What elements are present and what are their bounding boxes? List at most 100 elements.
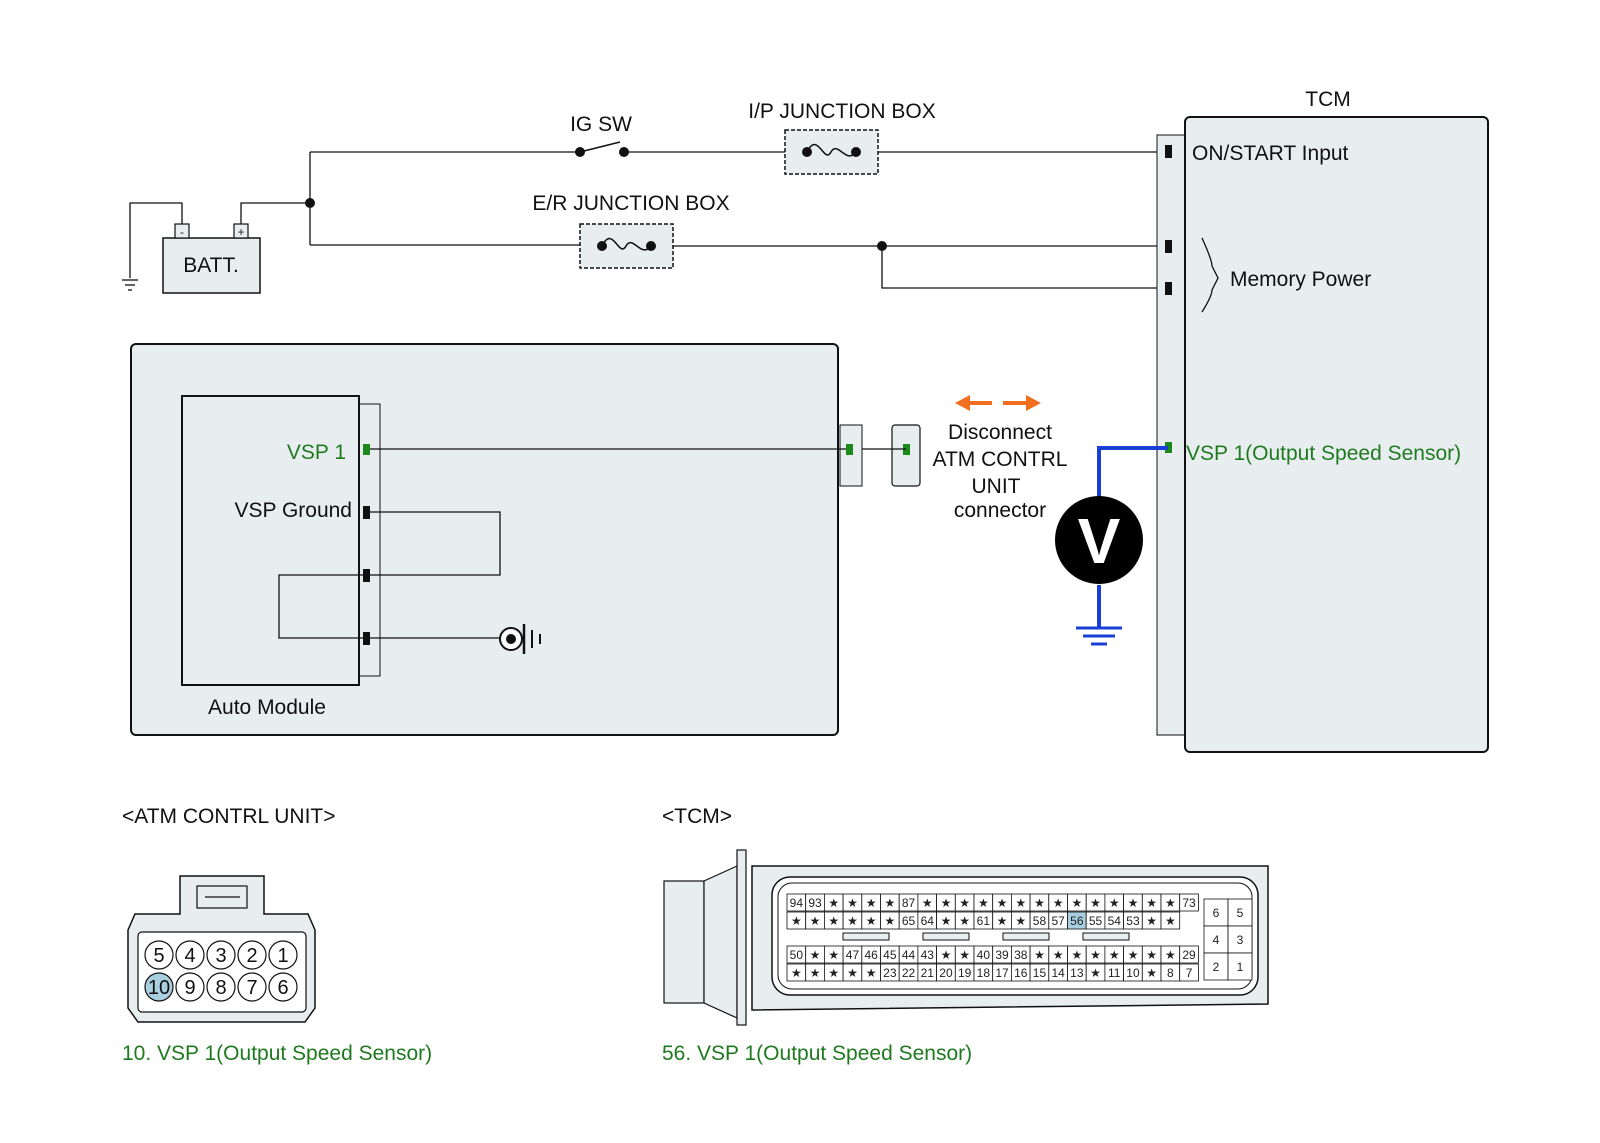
atm-pin-label: 10: [148, 977, 170, 999]
atm-pin-5: [144, 940, 174, 970]
auto-module-title: Auto Module: [208, 696, 326, 719]
tcm-pin: [1179, 963, 1199, 982]
ig-switch-label: IG SW: [570, 113, 632, 136]
tcm-pin-label: ★: [959, 914, 970, 928]
tcm-pin-label: ★: [810, 914, 821, 928]
tcm-pin-label: ★: [1053, 948, 1064, 962]
tcm-vsp1-label: VSP 1(Output Speed Sensor): [1186, 442, 1461, 465]
tcm-pin-label: 23: [883, 966, 897, 980]
tcm-on-start-label: ON/START Input: [1192, 142, 1349, 165]
tcm-pin-label: 10: [1126, 966, 1140, 980]
svg-text:ATM CONTRL: ATM CONTRL: [933, 448, 1068, 471]
atm-pin-9: [175, 972, 205, 1002]
battery: - + BATT.: [162, 223, 261, 294]
atm-pin-label: 6: [277, 977, 288, 999]
tcm-pin-label: 64: [921, 914, 935, 928]
tcm-pin-label: 11: [1108, 966, 1121, 980]
tcm-pin-label: ★: [1146, 914, 1157, 928]
atm-pin-8: [206, 972, 236, 1002]
tcm-pin-label: 93: [808, 896, 822, 910]
tcm-connector-title: <TCM>: [662, 805, 732, 828]
battery-plus: +: [237, 225, 244, 239]
tcm-pin-label: ★: [828, 948, 839, 962]
tcm-pin-label: ★: [941, 896, 952, 910]
tcm-pin: [1179, 945, 1199, 964]
tcm-pin-label: ★: [1071, 896, 1082, 910]
atm-pin-label: 5: [153, 945, 164, 967]
tcm-pin-label: ★: [941, 948, 952, 962]
key-tab: [922, 932, 970, 941]
brace-icon: [1201, 237, 1219, 313]
tcm-pin-label: ★: [959, 948, 970, 962]
body-ground-icon: [499, 624, 541, 654]
tcm-pin-label: ★: [1015, 914, 1026, 928]
tcm-pin-label: ★: [791, 914, 802, 928]
tcm-pin-label: ★: [1146, 896, 1157, 910]
tcm-pin-label: ★: [1053, 896, 1064, 910]
tcm-pin-label: ★: [791, 966, 802, 980]
atm-pin-3: [206, 940, 236, 970]
tcm-pin-label: 8: [1167, 966, 1174, 980]
tcm-pin-label: ★: [847, 966, 858, 980]
tcm-pin-label: ★: [1146, 948, 1157, 962]
tcm-pin-label: 43: [921, 948, 935, 962]
tcm-pin-label: ★: [1090, 966, 1101, 980]
er-junction-box: E/R JUNCTION BOX: [532, 192, 730, 269]
tcm-pin-label: 94: [790, 896, 804, 910]
tcm-pin-label: 29: [1182, 948, 1196, 962]
tcm-module: TCM ON/START Input Memory Power VSP 1(Ou…: [1156, 88, 1489, 753]
tcm-pin-label: 20: [939, 966, 953, 980]
svg-text:connector: connector: [954, 499, 1046, 522]
tcm-pin-label: 16: [1014, 966, 1028, 980]
tcm-pin-label: ★: [1015, 896, 1026, 910]
tcm-pin-label: ★: [828, 966, 839, 980]
ip-junction-box-label: I/P JUNCTION BOX: [748, 100, 935, 123]
tcm-pin-label: ★: [884, 914, 895, 928]
tcm-pin-label: ★: [1165, 948, 1176, 962]
tcm-pin-label: 44: [902, 948, 916, 962]
tcm-pin-label: ★: [1128, 948, 1139, 962]
tcm-pin-label: ★: [997, 914, 1008, 928]
tcm-pin-label: ★: [1071, 948, 1082, 962]
tcm-pin-label: 61: [977, 914, 991, 928]
tcm-side-pin-label: 5: [1237, 906, 1244, 920]
tcm-pin-label: 87: [902, 896, 916, 910]
fuse-icon: [601, 237, 652, 251]
tcm-pin-label: ★: [810, 966, 821, 980]
tcm-pin-label: ★: [1146, 966, 1157, 980]
tcm-pin-label: 45: [883, 948, 897, 962]
tcm-pin-label: 55: [1089, 914, 1103, 928]
meter-ground-icon: [1076, 626, 1122, 646]
battery-label: BATT.: [183, 254, 239, 277]
fuse-icon: [806, 143, 857, 157]
svg-text:Disconnect: Disconnect: [948, 421, 1052, 444]
tcm-pin-label: 56: [1070, 914, 1084, 928]
tcm-pin-label: ★: [1128, 896, 1139, 910]
atm-pin-7: [237, 972, 267, 1002]
tcm-pin-label: ★: [978, 896, 989, 910]
tcm-pin-label: 65: [902, 914, 916, 928]
key-tab: [842, 932, 890, 941]
tcm-pin-label: 14: [1051, 966, 1065, 980]
key-tab: [1002, 932, 1050, 941]
er-junction-box-label: E/R JUNCTION BOX: [532, 192, 729, 215]
tcm-pin-label: ★: [1165, 914, 1176, 928]
tcm-pin-label: 15: [1033, 966, 1047, 980]
atm-pin-label: 1: [277, 945, 288, 967]
tcm-pin-label: 17: [995, 966, 1009, 980]
tcm-pin-label: 18: [977, 966, 991, 980]
atm-pin-label: 4: [184, 945, 195, 967]
battery-minus: -: [180, 225, 184, 239]
tcm-pin-label: ★: [922, 896, 933, 910]
tcm-side-pin-label: 4: [1213, 933, 1220, 947]
tcm-pin-label: 54: [1108, 914, 1122, 928]
tcm-side-pin: [1227, 952, 1253, 981]
ignition-switch: IG SW: [570, 113, 632, 157]
disconnect-note: Disconnect ATM CONTRL UNIT connector: [933, 421, 1068, 522]
tcm-pin-label: 13: [1070, 966, 1084, 980]
atm-pin-10: [144, 972, 174, 1002]
tcm-pin-label: 46: [864, 948, 878, 962]
tcm-pin-label: 73: [1182, 896, 1196, 910]
ip-junction-box: I/P JUNCTION BOX: [748, 100, 936, 175]
tcm-side-pin-label: 1: [1237, 960, 1244, 974]
